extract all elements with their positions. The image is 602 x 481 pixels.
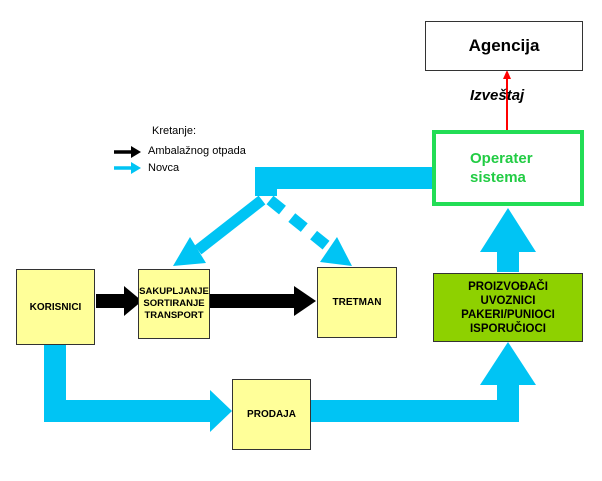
prodaja-label: PRODAJA	[247, 409, 296, 420]
money-arrow-to-proizvodjaci-head	[480, 342, 536, 385]
sakupljanje-line3: TRANSPORT	[144, 310, 204, 321]
report-arrow-head	[503, 70, 511, 79]
sakupljanje-line1: SAKUPLJANJE	[139, 286, 209, 297]
money-flow-operater-to-junction	[255, 167, 432, 196]
money-arrow-to-sakupljanje-head	[173, 237, 206, 266]
proizvodjaci-line3: PAKERI/PUNIOCI	[461, 308, 555, 321]
proizvodjaci-line4: ISPORUČIOCI	[469, 322, 547, 335]
operater-line2: sistema	[470, 169, 526, 186]
money-arrow-to-prodaja-head	[210, 390, 232, 432]
legend-waste-arrow-head	[131, 146, 141, 158]
agencija-box: Agencija	[425, 21, 583, 71]
agencija-label: Agencija	[468, 36, 540, 55]
izvestaj-label: Izveštaj	[470, 87, 525, 104]
proizvodjaci-line1: PROIZVOĐAČI	[468, 280, 548, 293]
legend-money-label: Novca	[148, 162, 180, 174]
money-arrow-to-tretman-dashed	[266, 195, 336, 255]
waste-arrow-to-tretman-head	[294, 286, 316, 316]
korisnici-box: KORISNICI	[16, 269, 95, 345]
tretman-label: TRETMAN	[332, 297, 382, 308]
waste-flow-korisnici-shaft	[96, 294, 128, 308]
money-flow-prodaja-to-proizvodjaci	[311, 385, 519, 422]
operater-line1: Operater	[470, 150, 533, 167]
proizvodjaci-line2: UVOZNICI	[480, 294, 536, 307]
money-arrow-to-tretman-head	[320, 237, 352, 266]
proizvodjaci-box: PROIZVOĐAČI UVOZNICI PAKERI/PUNIOCI ISPO…	[433, 273, 583, 342]
legend-waste-label: Ambalažnog otpada	[148, 145, 246, 157]
money-arrow-to-operater-head	[480, 208, 536, 252]
legend-title: Kretanje:	[152, 125, 197, 137]
prodaja-box: PRODAJA	[232, 379, 311, 450]
money-arrow-to-sakupljanje-shaft	[194, 195, 266, 255]
money-flow-proizvodjaci-to-operater-shaft	[497, 248, 519, 272]
korisnici-label: KORISNICI	[29, 301, 82, 313]
sakupljanje-line2: SORTIRANJE	[143, 298, 205, 309]
tretman-box: TRETMAN	[317, 267, 397, 338]
legend-money-arrow-head	[131, 162, 141, 174]
sakupljanje-box: SAKUPLJANJE SORTIRANJE TRANSPORT	[138, 269, 210, 339]
waste-flow-sakupljanje-shaft	[210, 294, 298, 308]
waste-arrow-to-sakupljanje-head	[124, 286, 142, 316]
money-flow-korisnici-to-prodaja	[44, 345, 214, 422]
operater-sistema-box: Operater sistema	[432, 130, 584, 206]
